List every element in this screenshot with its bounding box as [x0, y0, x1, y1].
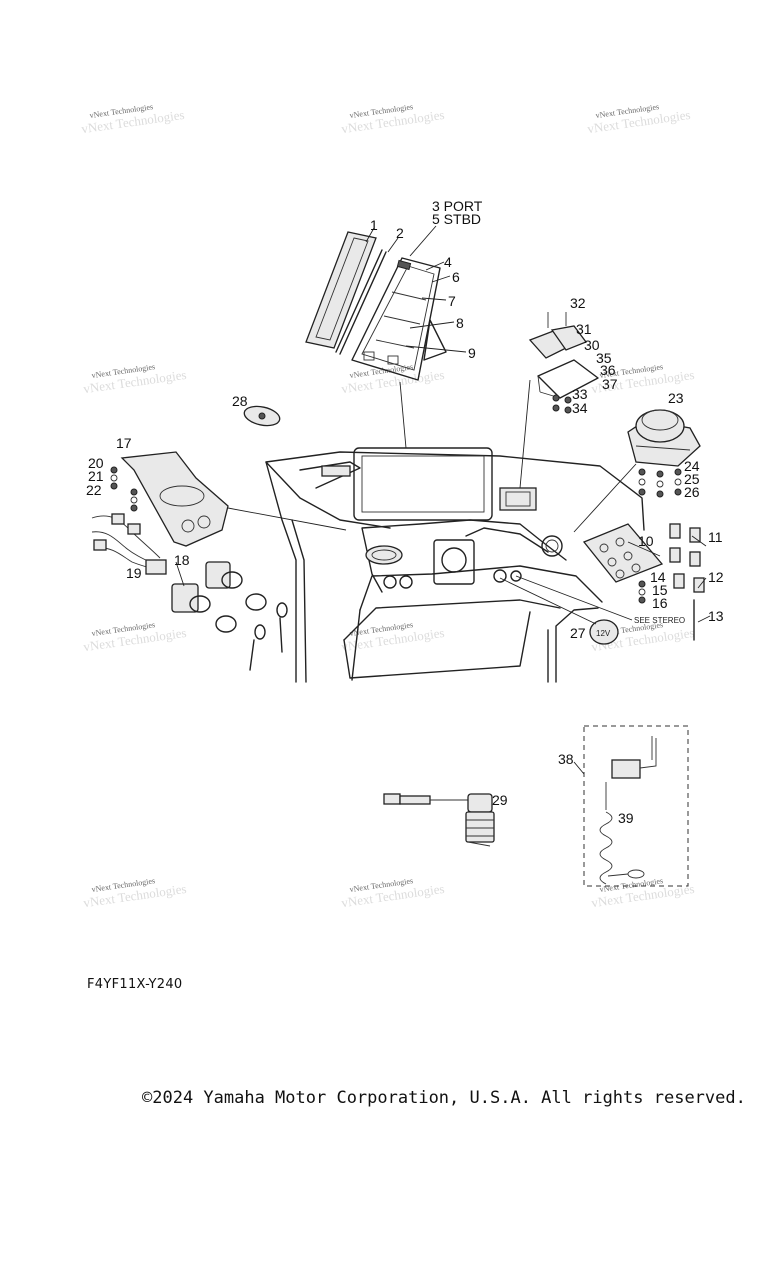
fob-part: [243, 405, 281, 427]
callout-label: 17: [116, 435, 132, 451]
lanyard-kit-part: [573, 725, 689, 887]
callout-label: 8: [456, 315, 464, 331]
callout-label: 27: [570, 625, 586, 641]
see-stereo-note: SEE STEREO: [634, 616, 685, 625]
callout-label: 3 PORT: [432, 198, 483, 214]
callout-label: 32: [570, 295, 586, 311]
callout-label: 35: [596, 350, 612, 366]
display-cover-part: [305, 231, 387, 355]
outlet-12v-part: 12V: [499, 577, 619, 645]
key-switch-part: [171, 561, 288, 671]
callout-label: 9: [468, 345, 476, 361]
callout-label: 6: [452, 269, 460, 285]
callout-label: 20: [88, 455, 104, 471]
callout-label: 21: [88, 468, 104, 484]
callout-labels: 1 2 3 PORT 5 STBD 4 6 7 8 9 32 31 30 35 …: [86, 198, 724, 826]
leader-lines: [175, 225, 711, 623]
callout-label: 12: [708, 569, 724, 585]
display-unit-part: [351, 257, 447, 449]
callout-label: 5 STBD: [432, 211, 481, 227]
callout-label: 28: [232, 393, 248, 409]
callout-label: 19: [126, 565, 142, 581]
callout-label: 11: [708, 529, 723, 545]
callout-label: 23: [668, 390, 684, 406]
callout-label: 39: [618, 810, 634, 826]
dashboard-console: [265, 451, 645, 683]
copyright-notice: ©2024 Yamaha Motor Corporation, U.S.A. A…: [142, 1088, 746, 1108]
callout-label: 16: [652, 595, 668, 611]
callout-label: 24: [684, 458, 700, 474]
callout-label: 29: [492, 792, 508, 808]
switch-panel-part: [515, 523, 705, 641]
callout-label: 10: [638, 533, 654, 549]
callout-label: 2: [396, 225, 404, 241]
callout-label: 25: [684, 471, 700, 487]
display-screen: [353, 447, 493, 521]
harness-part: [91, 513, 167, 575]
callout-label: 14: [650, 569, 666, 585]
callout-label: 37: [602, 376, 618, 392]
bracket-part: [519, 312, 599, 489]
side-panel-part: [110, 451, 347, 547]
joystick-part: [573, 409, 701, 533]
callout-label: 38: [558, 751, 574, 767]
callout-label: 33: [572, 386, 588, 402]
callout-label: 4: [444, 254, 452, 270]
outlet-12v-label: 12V: [596, 629, 611, 638]
callout-label: 26: [684, 484, 700, 500]
callout-label: 18: [174, 552, 190, 568]
callout-label: 30: [584, 337, 600, 353]
callout-label: 15: [652, 582, 668, 598]
callout-label: 31: [576, 321, 592, 337]
callout-label: 7: [448, 293, 456, 309]
callout-label: 13: [708, 608, 724, 624]
callout-label: 22: [86, 482, 102, 498]
diagram-code: F4YF11X-Y240: [87, 977, 183, 992]
callout-label: 36: [600, 362, 616, 378]
callout-label: 34: [572, 400, 588, 416]
usb-adapter-part: [383, 793, 495, 847]
callout-label: 1: [370, 217, 378, 233]
